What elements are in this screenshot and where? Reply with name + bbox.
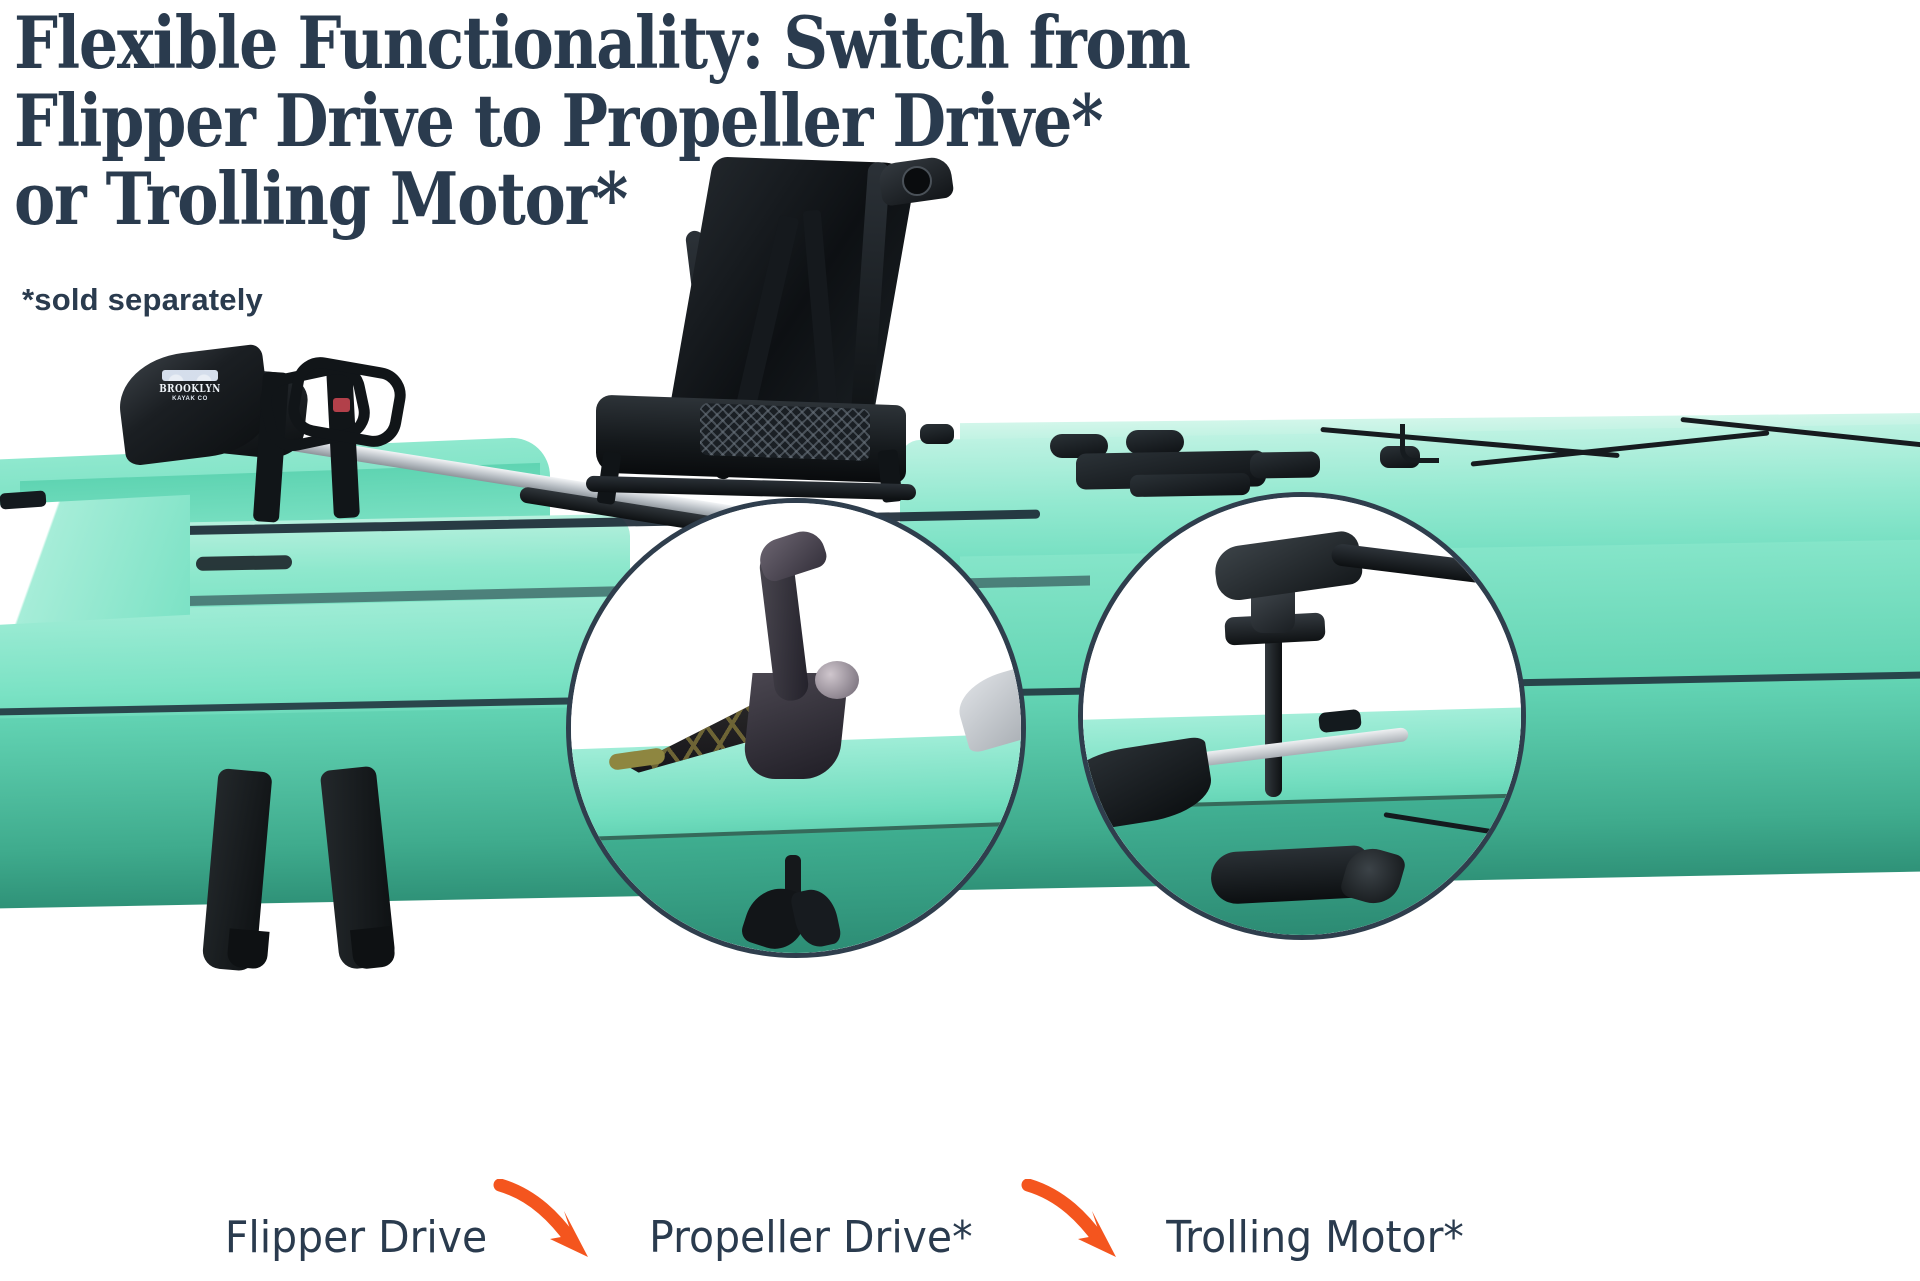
seat-brand-badge-icon bbox=[902, 166, 932, 196]
kayak-bow-taper bbox=[0, 494, 190, 626]
arrow-flipper-to-propeller-icon bbox=[493, 1179, 588, 1257]
inset-circle-propeller-drive bbox=[566, 498, 1026, 958]
rear-hatch-cover bbox=[1250, 451, 1320, 479]
logo-primary-text: BROOKLYN bbox=[159, 382, 221, 395]
caption-propeller-drive: Propeller Drive* bbox=[649, 1212, 973, 1263]
caption-trolling-motor: Trolling Motor* bbox=[1166, 1212, 1464, 1263]
caption-flipper-drive: Flipper Drive bbox=[224, 1212, 488, 1263]
headline-line-3: or Trolling Motor* bbox=[14, 156, 628, 241]
paddle-holder-release-tab bbox=[333, 398, 350, 412]
inset-trolling-content bbox=[1083, 497, 1521, 935]
inset-circle-trolling-motor bbox=[1078, 492, 1526, 940]
headline-block: Flexible Functionality: Switch from Flip… bbox=[14, 4, 1354, 238]
flipper-drive-fin-front-tip bbox=[226, 928, 270, 970]
rod-holder-rear bbox=[1126, 430, 1184, 454]
logo-secondary-text: KAYAK CO bbox=[172, 396, 208, 402]
brooklyn-kayak-co-logo: BROOKLYN KAYAK CO bbox=[151, 370, 229, 410]
inset-propeller-content bbox=[571, 503, 1021, 953]
deck-fitting-left bbox=[920, 424, 954, 444]
bow-fitting bbox=[0, 490, 47, 510]
propeller-drive-roller bbox=[815, 661, 859, 699]
headline-line-1: Flexible Functionality: Switch from bbox=[14, 0, 1191, 85]
propeller-drive-handle bbox=[754, 525, 830, 585]
deck-scupper bbox=[196, 555, 292, 571]
bungee-cord-corner bbox=[1400, 424, 1439, 463]
seat-mesh-panel bbox=[700, 403, 870, 461]
logo-wave-icon bbox=[162, 370, 218, 381]
trolling-motor-shaft bbox=[1265, 617, 1282, 797]
flipper-drive-fin-rear-tip bbox=[350, 925, 396, 971]
rear-deck-accessory-plate-lower bbox=[1130, 472, 1250, 498]
arrow-propeller-to-trolling-icon bbox=[1021, 1179, 1116, 1257]
footnote-sold-separately: *sold separately bbox=[22, 282, 263, 317]
headline-line-2: Flipper Drive to Propeller Drive* bbox=[14, 78, 1104, 163]
